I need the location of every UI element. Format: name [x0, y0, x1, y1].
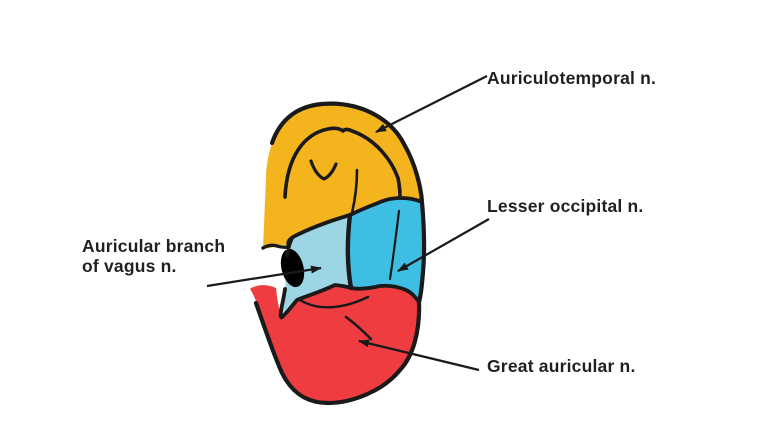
label-lesser-occipital-nerve: Lesser occipital n. — [487, 196, 644, 216]
arrow-auriculotemporal — [375, 75, 488, 133]
lobe-crease-line — [344, 315, 373, 341]
yellow-vagus-boundary-line — [291, 213, 352, 239]
label-vagus-auricular-branch: Auricular branch of vagus n. — [82, 236, 225, 276]
vagus-red-boundary-line — [278, 283, 421, 320]
arrow-lesser-occipital — [397, 218, 490, 272]
yellow-crease-line — [350, 168, 359, 215]
label-auriculotemporal-nerve: Auriculotemporal n. — [487, 68, 657, 88]
ear-outline — [253, 101, 427, 406]
yellow-cut-edge-line — [261, 235, 295, 250]
label-great-auricular-nerve: Great auricular n. — [487, 356, 636, 376]
label-vagus-line2: of vagus n. — [82, 256, 177, 276]
vagus-left-edge-line — [285, 235, 295, 258]
region-lesser-occipital-nerve — [347, 197, 425, 302]
red-upper-crease-line — [298, 295, 370, 309]
arrow-vagus-branch — [206, 265, 322, 288]
region-great-auricular-nerve — [250, 285, 420, 403]
region-auriculotemporal-nerve — [263, 103, 422, 249]
yellow-occipital-boundary-line — [348, 196, 424, 217]
vagus-occipital-boundary-line — [345, 212, 354, 291]
ear-canal-opening — [280, 248, 305, 288]
occipital-crease-line — [388, 209, 401, 281]
antihelix-notch-line — [309, 159, 338, 181]
label-vagus-line1: Auricular branch — [82, 236, 226, 256]
inner-helix-line — [283, 126, 402, 199]
arrow-great-auricular — [358, 339, 480, 372]
